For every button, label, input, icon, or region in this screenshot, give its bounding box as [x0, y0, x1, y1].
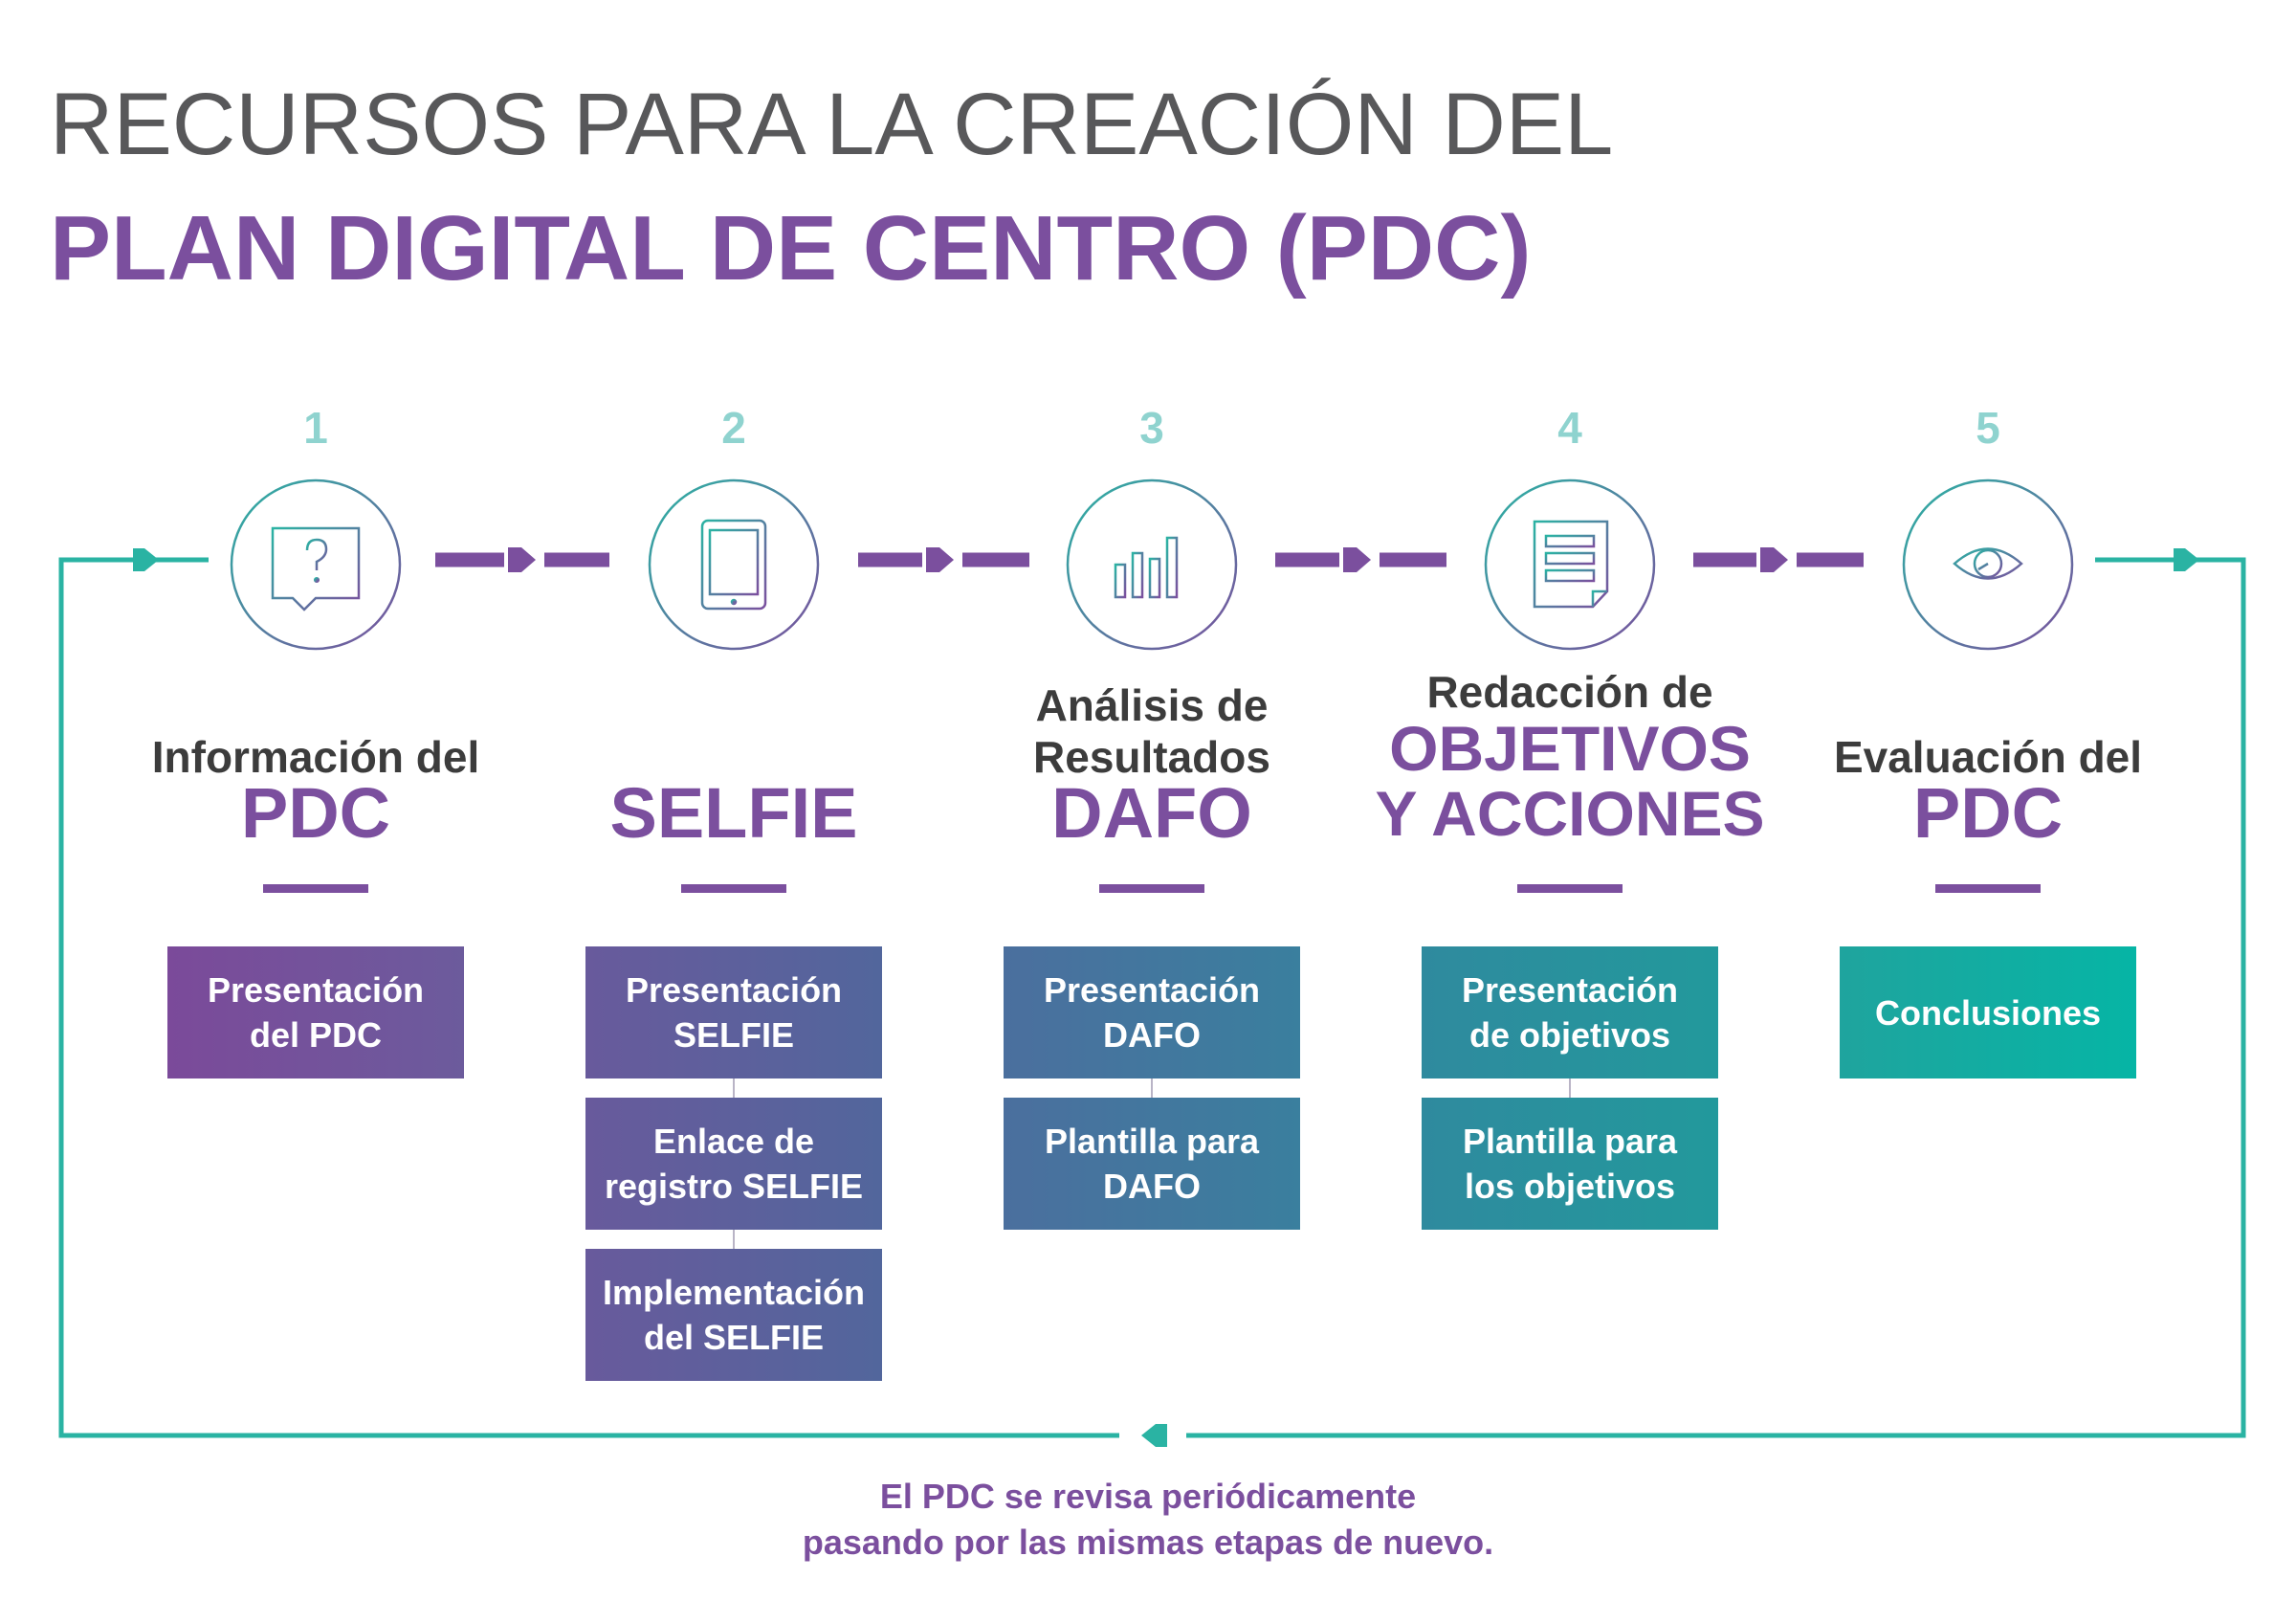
stage-2-ring	[648, 478, 820, 651]
tablet-icon	[700, 519, 767, 611]
stage-4-ring	[1484, 478, 1656, 651]
stage-3-box-plantilla[interactable]: Plantilla para DAFO	[1004, 1098, 1300, 1230]
stage-4-box-plantilla[interactable]: Plantilla para los objetivos	[1422, 1098, 1718, 1230]
arrowhead-1-2-icon	[508, 547, 536, 572]
stage-4-underline	[1517, 884, 1623, 893]
footer-line-1: El PDC se revisa periódicamente	[879, 1477, 1417, 1516]
feedback-loop	[58, 557, 2246, 1438]
stage-5-underline	[1935, 884, 2041, 893]
loop-line-right	[1186, 557, 2246, 1438]
loop-arrow-left-icon	[1141, 1424, 1167, 1447]
stage-5-number: 5	[1976, 403, 2000, 453]
stage-3-connector-1	[1151, 1078, 1153, 1098]
question-bubble-icon	[271, 526, 361, 611]
loop-line-left	[58, 557, 1119, 1438]
arrowhead-3-4-icon	[1343, 547, 1371, 572]
stage-3-title: DAFO	[1051, 773, 1252, 853]
title-line-2: PLAN DIGITAL DE CENTRO (PDC)	[50, 197, 1532, 300]
stage-2-box-implementacion[interactable]: Implementación del SELFIE	[585, 1249, 882, 1381]
loop-arrow-right-end-icon	[2174, 548, 2199, 571]
stage-1-underline	[263, 884, 368, 893]
stage-4-title: OBJETIVOS Y ACCIONES	[1375, 713, 1765, 849]
stage-1-ring	[230, 478, 402, 651]
stage-2-connector-1	[733, 1078, 735, 1098]
stage-3-number: 3	[1139, 403, 1164, 453]
stage-circles	[230, 478, 2074, 651]
stage-4-subtitle: Redacción de	[1426, 667, 1713, 717]
stage-2-box-presentacion[interactable]: Presentación SELFIE	[585, 946, 882, 1078]
stage-5-title: PDC	[1912, 773, 2064, 853]
stage-2-connector-2	[733, 1230, 735, 1249]
footer-note: El PDC se revisa periódicamente pasando …	[0, 1474, 2296, 1566]
stage-3-subtitle: Análisis de Resultados	[1033, 680, 1270, 782]
stage-3-underline	[1099, 884, 1204, 893]
arrowhead-4-5-icon	[1760, 547, 1788, 572]
stage-1-number: 1	[303, 403, 328, 453]
stage-2-box-enlace[interactable]: Enlace de registro SELFIE	[585, 1098, 882, 1230]
stage-3-box-presentacion[interactable]: Presentación DAFO	[1004, 946, 1300, 1078]
stage-1-subtitle: Información del	[151, 732, 480, 782]
stage-2-underline	[681, 884, 786, 893]
stage-4-box-presentacion[interactable]: Presentación de objetivos	[1422, 946, 1718, 1078]
stage-5-box-conclusiones[interactable]: Conclusiones	[1840, 946, 2136, 1078]
arrowhead-2-3-icon	[926, 547, 954, 572]
stage-1-title: PDC	[240, 773, 391, 853]
bar-chart-icon	[1110, 536, 1184, 599]
footer-line-2: pasando por las mismas etapas de nuevo.	[802, 1523, 1494, 1562]
eye-icon	[1953, 547, 2023, 580]
stage-2-title: SELFIE	[609, 773, 858, 853]
title-line-1: RECURSOS PARA LA CREACIÓN DEL	[50, 76, 1614, 173]
stage-1-box-presentacion[interactable]: Presentación del PDC	[167, 946, 464, 1078]
stage-5-subtitle: Evaluación del	[1833, 732, 2143, 782]
stage-3-ring	[1066, 478, 1238, 651]
stage-arrowheads	[508, 547, 1788, 572]
stage-2-number: 2	[721, 403, 746, 453]
stage-4-number: 4	[1557, 403, 1582, 453]
stage-4-connector-1	[1569, 1078, 1571, 1098]
loop-arrow-right-icon	[133, 548, 159, 571]
stage-5-ring	[1902, 478, 2074, 651]
document-icon	[1533, 520, 1609, 609]
